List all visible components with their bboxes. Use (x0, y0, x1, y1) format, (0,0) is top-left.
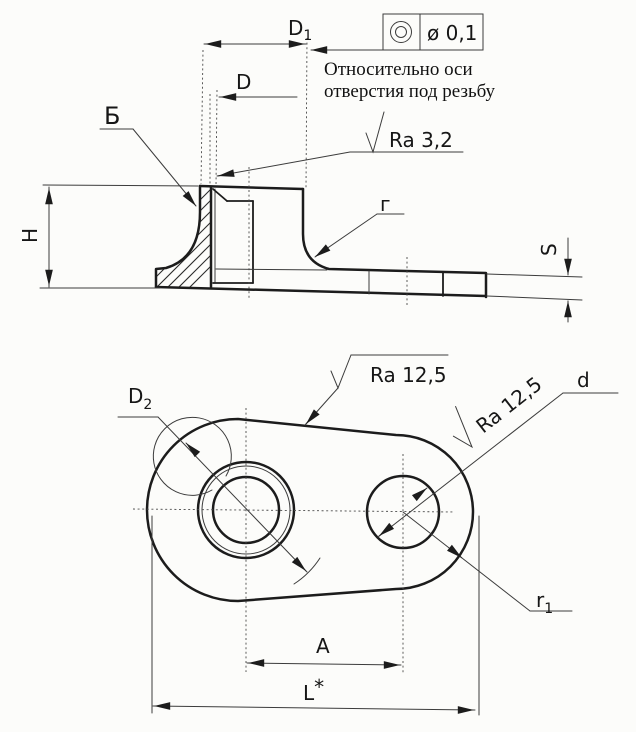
hole-d-arrow-lower (378, 522, 395, 537)
hole-d-arrow-upper (411, 487, 428, 502)
roughness-icon (330, 354, 352, 390)
thread-major-arc (152, 416, 232, 496)
h-ext-top (42, 184, 199, 187)
d1-label: D1 (288, 16, 312, 44)
d2-arrow-lower (291, 556, 307, 572)
datum-arrow (182, 191, 197, 207)
l-dim-line (152, 705, 476, 711)
concentricity-icon (390, 21, 412, 43)
datum-leader (132, 128, 194, 203)
d2-arrow-upper (185, 442, 201, 458)
bore-chamfer (212, 188, 228, 202)
ra32-arrow (217, 169, 235, 177)
r1-dim-line (402, 511, 531, 612)
ra125-arrow (305, 409, 320, 425)
length-label: L* (303, 675, 324, 705)
horizontal-centerline (132, 508, 456, 513)
a-dim-line (246, 662, 402, 666)
boss-top-edge (198, 184, 305, 191)
plan-view: D2 Ra 12,5 d Ra 12,5 r1 A (117, 354, 619, 716)
tolerance-value: ø 0,1 (427, 21, 477, 45)
ra125-value: Ra 12,5 (370, 363, 447, 387)
r1-label: r1 (536, 588, 553, 617)
height-label: H (18, 228, 42, 243)
s-ext-bottom (486, 295, 583, 301)
section-hatching (156, 186, 211, 287)
tolerance-frame-box (382, 13, 484, 51)
d1-ext-left (200, 49, 204, 185)
plate-bottom-edge (154, 285, 488, 298)
tolerance-frame: ø 0,1 (310, 13, 484, 54)
plate-outline (145, 417, 475, 603)
d2-dim-line (157, 416, 308, 573)
ra32-leader (216, 151, 351, 177)
side-view: H D1 D S Б г Ra (18, 13, 583, 323)
roughness-icon (365, 111, 385, 154)
ra125-hole-value: Ra 12,5 (471, 372, 546, 438)
boss-right-wall-fillet (301, 187, 488, 299)
fillet-arrow (314, 244, 331, 258)
datum-label: Б (104, 102, 120, 130)
d2-extension-arc (293, 557, 321, 585)
hole-d-dim-line (377, 392, 564, 538)
concentricity-icon-inner (395, 26, 407, 38)
tolerance-note-line1: Относительно оси (324, 59, 473, 80)
plate-top-edge-behind-bore (215, 268, 328, 271)
d2-label: D2 (128, 384, 152, 413)
roughness-icon-rotated (452, 406, 474, 449)
fillet-label: г (380, 192, 391, 216)
s-ext-top (486, 273, 583, 278)
r1-arrow (447, 544, 463, 559)
d-ext-right (215, 89, 218, 187)
center-distance-label: A (316, 634, 330, 658)
ra32-value: Ra 3,2 (389, 128, 453, 152)
boss-left-wall-fillet (154, 184, 202, 289)
hole-d-label: d (577, 368, 590, 392)
thickness-label: S (537, 243, 561, 256)
d1-ext-right (305, 37, 308, 189)
d-thread-label: D (236, 70, 251, 94)
tolerance-note-line2: отверстия под резьбу (324, 81, 496, 102)
